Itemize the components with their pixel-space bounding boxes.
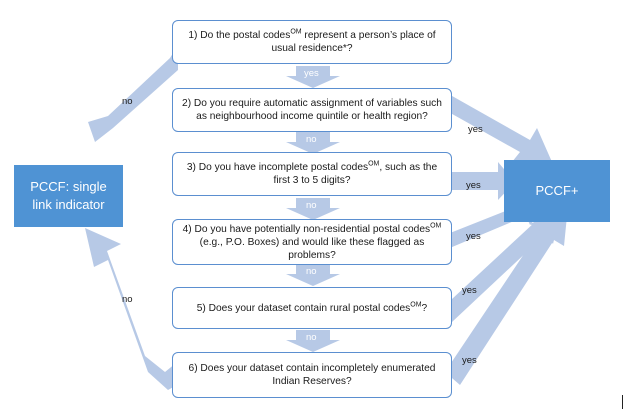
question-5-box: 5) Does your dataset contain rural posta… bbox=[172, 287, 452, 329]
label-no-q5: no bbox=[306, 332, 317, 343]
label-no-q6-left: no bbox=[122, 294, 133, 305]
question-2-text: 2) Do you require automatic assignment o… bbox=[182, 98, 442, 122]
arrow-q2-to-q3 bbox=[286, 132, 340, 154]
question-4-box: 4) Do you have potentially non-residenti… bbox=[172, 219, 452, 265]
outcome-right-box: PCCF+ bbox=[504, 160, 610, 222]
arrow-q6-to-left bbox=[85, 228, 186, 390]
arrow-q5-to-right bbox=[438, 206, 562, 322]
outcome-left-label: PCCF: single link indicator bbox=[30, 179, 107, 212]
question-5-text: 5) Does your dataset contain rural posta… bbox=[196, 301, 428, 314]
label-yes-q6-right: yes bbox=[462, 355, 477, 366]
arrow-q2-to-right bbox=[445, 92, 552, 162]
question-6-box: 6) Does your dataset contain incompletel… bbox=[172, 352, 452, 398]
question-6-text: 6) Does your dataset contain incompletel… bbox=[188, 363, 436, 387]
question-3-text: 3) Do you have incomplete postal codesOM… bbox=[186, 160, 438, 186]
label-no-q2: no bbox=[306, 134, 317, 145]
question-1-box: 1) Do the postal codesOM represent a per… bbox=[172, 20, 452, 64]
label-yes-q2-right: yes bbox=[468, 124, 483, 135]
label-yes-q5-right: yes bbox=[462, 285, 477, 296]
label-no-q3: no bbox=[306, 200, 317, 211]
arrow-q4-to-q5 bbox=[286, 264, 340, 286]
arrow-q1-to-left bbox=[88, 45, 178, 142]
question-4-text: 4) Do you have potentially non-residenti… bbox=[182, 222, 442, 261]
arrow-q1-to-q2 bbox=[286, 66, 340, 88]
question-3-box: 3) Do you have incomplete postal codesOM… bbox=[172, 152, 452, 196]
label-no-q4: no bbox=[306, 266, 317, 277]
outcome-right-label: PCCF+ bbox=[535, 183, 579, 198]
question-1-text: 1) Do the postal codesOM represent a per… bbox=[188, 28, 436, 54]
arrow-q3-to-q4 bbox=[286, 198, 340, 220]
label-yes-q4-right: yes bbox=[466, 231, 481, 242]
outcome-left-box: PCCF: single link indicator bbox=[14, 165, 123, 227]
text-cursor bbox=[622, 395, 623, 409]
arrow-q6-to-right bbox=[445, 206, 568, 385]
question-2-box: 2) Do you require automatic assignment o… bbox=[172, 88, 452, 132]
label-yes-q1: yes bbox=[304, 68, 319, 79]
label-no-q1-left: no bbox=[122, 96, 133, 107]
label-yes-q3-right: yes bbox=[466, 180, 481, 191]
arrow-q3-to-right bbox=[445, 162, 515, 200]
arrow-q5-to-q6 bbox=[286, 330, 340, 352]
